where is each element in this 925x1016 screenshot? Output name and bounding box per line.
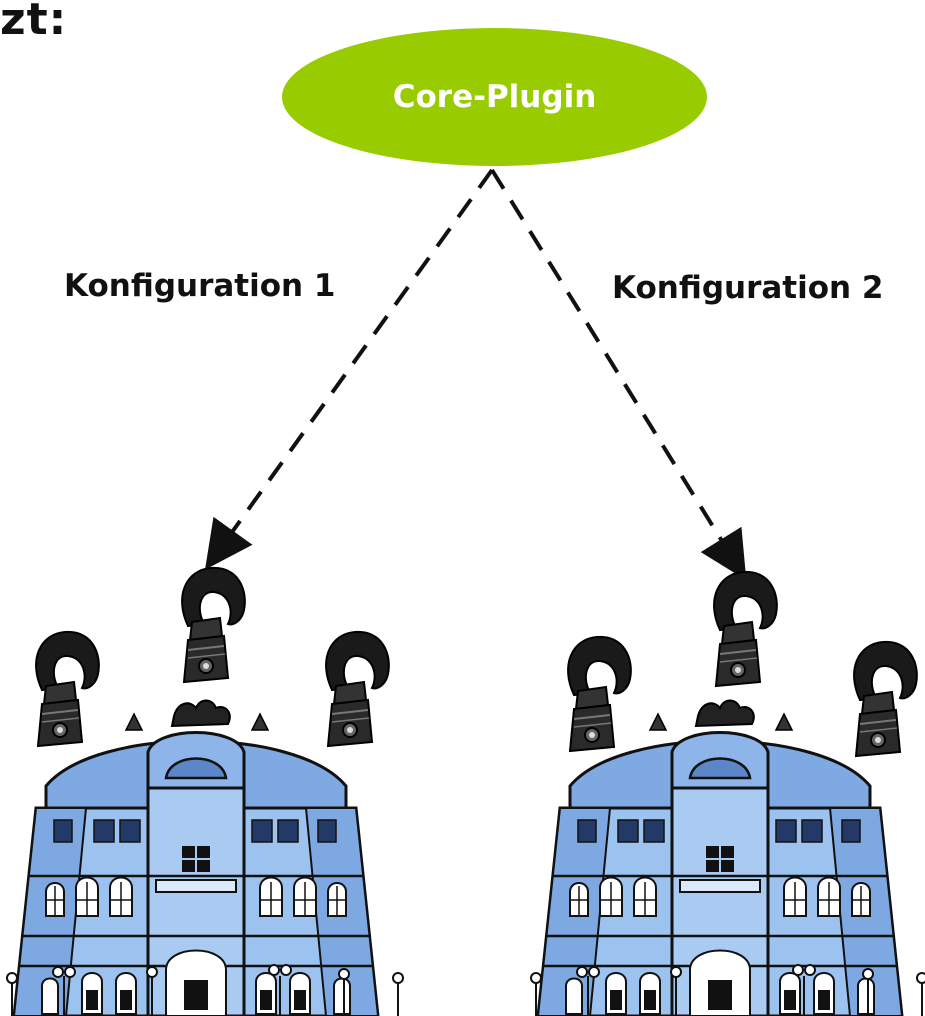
hook-icon — [325, 630, 390, 747]
edge-arrow-config-1 — [205, 168, 494, 570]
core-plugin-label: Core-Plugin — [392, 79, 597, 115]
hook-icon — [853, 640, 918, 757]
edge-label-config-1: Konfiguration 1 — [64, 268, 336, 304]
hook-icon — [35, 630, 100, 747]
building-icon — [5, 699, 405, 1016]
core-plugin-node[interactable]: Core-Plugin — [282, 28, 707, 166]
hook-icon — [567, 635, 632, 752]
edge-arrow-config-2 — [490, 168, 747, 581]
hook-icon — [713, 570, 778, 687]
edge-label-config-2: Konfiguration 2 — [612, 270, 884, 306]
heading-fragment: zt: — [0, 0, 68, 45]
hook-icon — [181, 566, 246, 683]
